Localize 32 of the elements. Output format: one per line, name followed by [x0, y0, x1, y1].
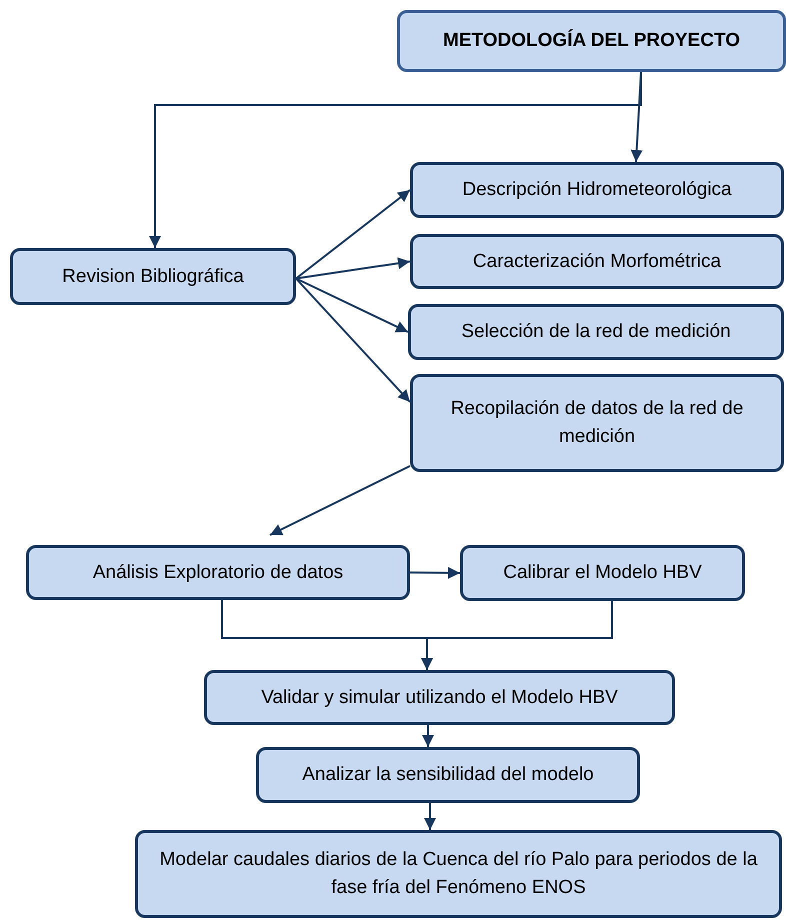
box-text: Revision Bibliográfica: [62, 264, 244, 289]
process-box: [410, 162, 784, 218]
arrow: [270, 465, 410, 536]
process-box: [408, 304, 784, 360]
box-text: Selección de la red de medición: [461, 320, 731, 344]
box-text: Descripción Hidrometeorológica: [462, 178, 732, 202]
arrow: [410, 566, 460, 579]
arrow: [296, 257, 410, 280]
box-text: Caracterización Morfométrica: [472, 250, 722, 274]
box-text: Analizar la sensibilidad del modelo: [302, 763, 594, 788]
box-text: METODOLOGÍA DEL PROYECTO: [443, 28, 740, 54]
arrow: [295, 278, 411, 403]
arrow: [421, 601, 613, 670]
arrow: [296, 278, 408, 333]
process-box: [204, 670, 675, 725]
process-box: [410, 374, 784, 472]
process-box: [26, 545, 410, 600]
process-box: [135, 830, 782, 918]
process-box: [460, 545, 745, 601]
box-text: Recopilación de datos de la red de medición: [450, 397, 744, 449]
arrow: [295, 189, 411, 280]
arrow: [424, 803, 436, 830]
process-box: [410, 234, 784, 289]
box-text: Validar y simular utilizando el Modelo HBV: [261, 686, 618, 710]
box-text: Calibrar el Modelo HBV: [503, 561, 702, 586]
arrow: [422, 725, 434, 747]
process-box: [10, 248, 296, 305]
title-box: [397, 10, 786, 72]
box-text: Modelar caudales diarios de la Cuenca del río Palo para periodos de la fase fría del Fenómeno ENOS: [158, 848, 758, 900]
process-box: [256, 747, 640, 803]
box-text: Análisis Exploratorio de datos: [92, 560, 344, 585]
arrow: [149, 72, 642, 248]
